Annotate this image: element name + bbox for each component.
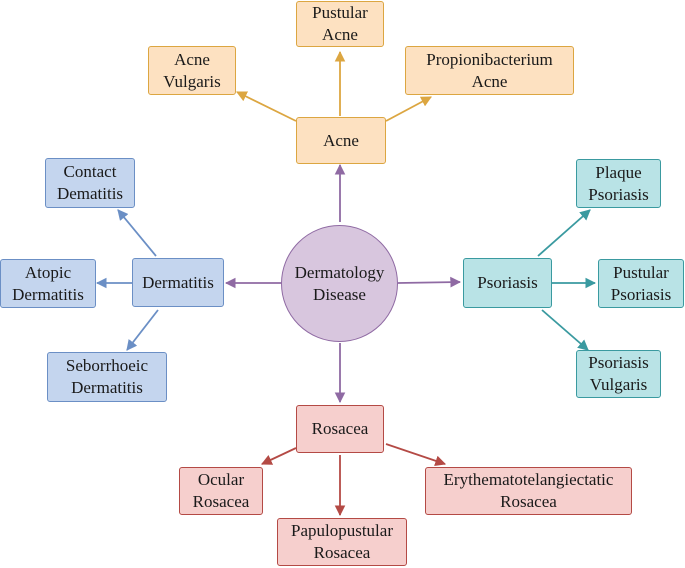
node-pustular-psoriasis: Pustular Psoriasis	[598, 259, 684, 308]
center-node-dermatology-disease: Dermatology Disease	[281, 225, 398, 342]
node-erythematotelangiectatic-rosacea: Erythematotelangiectatic Rosacea	[425, 467, 632, 515]
node-pustular-acne: Pustular Acne	[296, 1, 384, 47]
node-propionibacterium-acne: Propionibacterium Acne	[405, 46, 574, 95]
node-psoriasis: Psoriasis	[463, 258, 552, 308]
arrow-center-to-psoriasis	[397, 276, 462, 288]
node-rosacea: Rosacea	[296, 405, 384, 453]
arrow-dermatitis-to-contact	[117, 209, 157, 257]
node-acne: Acne	[296, 117, 386, 164]
node-dermatitis: Dermatitis	[132, 258, 224, 307]
arrow-dermatitis-to-seborrhoeic	[126, 309, 159, 351]
node-acne-vulgaris: Acne Vulgaris	[148, 46, 236, 95]
node-atopic-dermatitis: Atopic Dermatitis	[0, 259, 96, 308]
arrow-acne-to-propionibacterium-acne	[385, 96, 432, 122]
node-psoriasis-vulgaris: Psoriasis Vulgaris	[576, 350, 661, 398]
arrow-psoriasis-to-vulgaris	[541, 309, 589, 351]
arrow-psoriasis-to-plaque	[537, 209, 591, 257]
node-contact-dematitis: Contact Dematitis	[45, 158, 135, 208]
arrow-rosacea-to-ocular	[261, 447, 297, 465]
arrow-rosacea-to-erythematotelangiectatic	[385, 443, 447, 466]
node-ocular-rosacea: Ocular Rosacea	[179, 467, 263, 515]
arrow-acne-to-acne-vulgaris	[236, 91, 297, 122]
node-plaque-psoriasis: Plaque Psoriasis	[576, 159, 661, 208]
node-seborrhoeic-dermatitis: Seborrhoeic Dermatitis	[47, 352, 167, 402]
node-papulopustular-rosacea: Papulopustular Rosacea	[277, 518, 407, 566]
